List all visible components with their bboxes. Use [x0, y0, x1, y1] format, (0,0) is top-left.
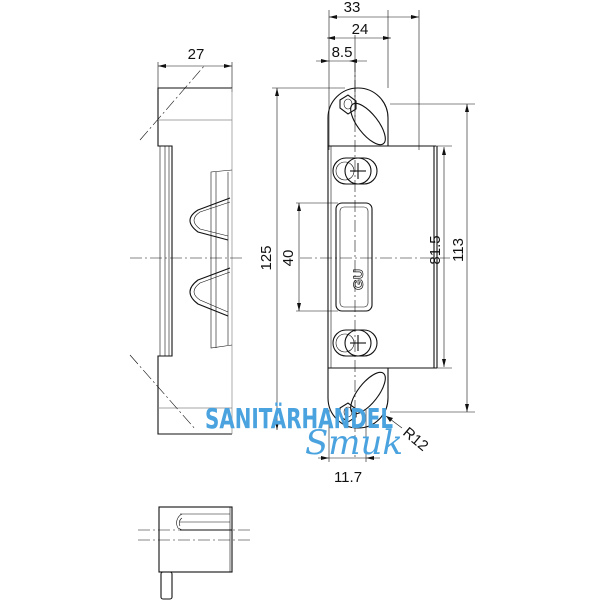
dim-width-24: 24 — [352, 21, 369, 38]
dim-offset-8-5: 8.5 — [332, 44, 353, 61]
dim-radius: R12 — [399, 424, 431, 455]
watermark-line2: Smuk — [305, 423, 403, 463]
watermark: SANITÄRHANDEL Smuk — [205, 401, 403, 463]
dimension-113: 113 — [390, 104, 475, 413]
front-view: 33 24 8.5 GU — [300, 0, 475, 486]
dim-width-33: 33 — [344, 0, 361, 16]
dimension-125: 125 — [258, 87, 345, 430]
gu-logo: GU — [350, 269, 366, 290]
dim-slot-height: 40 — [280, 250, 297, 267]
dimension-40: 40 — [280, 202, 338, 312]
top-view — [138, 506, 250, 600]
watermark-line1: SANITÄRHANDEL — [205, 401, 393, 435]
dim-total-height: 125 — [258, 245, 275, 270]
dim-bottom-width: 11.7 — [334, 469, 362, 486]
side-view: 27 — [129, 46, 245, 435]
dimension-81-5: 81.5 — [427, 147, 446, 367]
dim-side-width: 27 — [188, 46, 205, 63]
dim-hole-spacing: 113 — [450, 238, 467, 262]
dim-plate-height: 81.5 — [427, 235, 444, 264]
